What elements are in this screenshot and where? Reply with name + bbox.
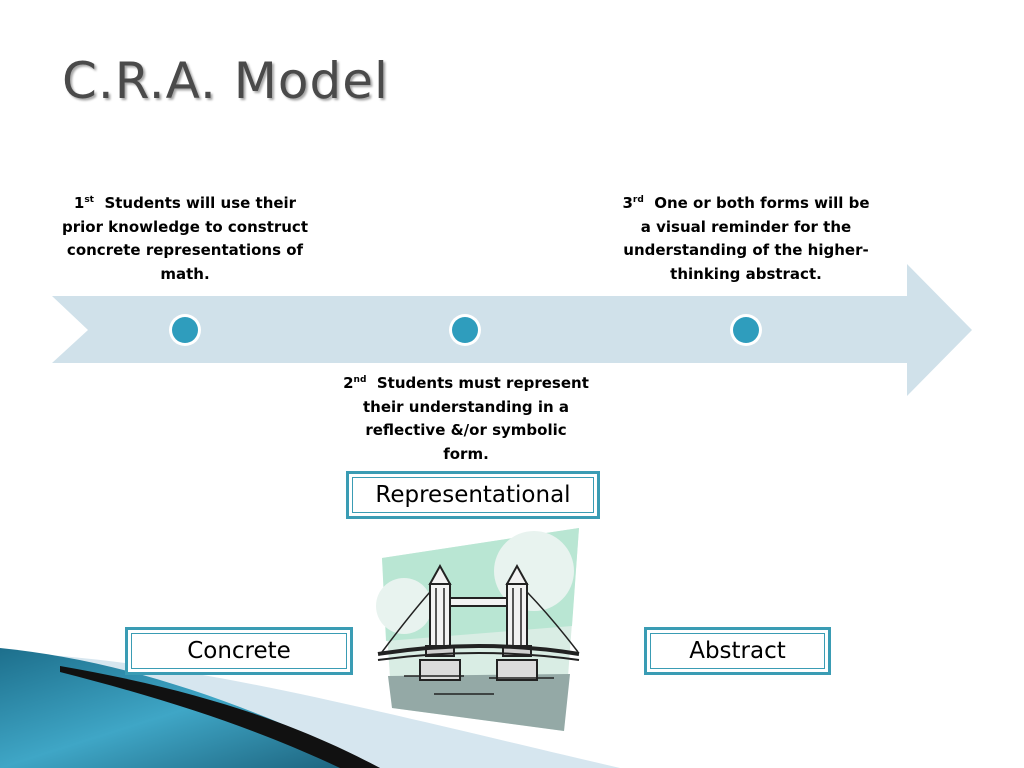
step-1-text: 1st Students will use their prior knowle… xyxy=(60,192,310,286)
representational-box: Representational xyxy=(346,471,600,519)
step-2-text: 2nd Students must represent their unders… xyxy=(341,372,591,466)
step-1-ordinal: 1 xyxy=(73,194,85,212)
step-2-suffix: nd xyxy=(353,375,367,385)
step-1-description: Students will use their prior knowledge … xyxy=(61,194,308,283)
step-1-suffix: st xyxy=(84,195,94,205)
timeline-marker-1 xyxy=(169,314,201,346)
abstract-label: Abstract xyxy=(650,633,825,669)
concrete-label: Concrete xyxy=(131,633,347,669)
step-3-ordinal: 3 xyxy=(622,194,633,212)
timeline-marker-3 xyxy=(730,314,762,346)
abstract-box: Abstract xyxy=(644,627,831,675)
step-3-suffix: rd xyxy=(632,195,644,205)
step-3-text: 3rd One or both forms will be a visual r… xyxy=(621,192,871,286)
slide-title: C.R.A. Model xyxy=(62,52,389,110)
concrete-box: Concrete xyxy=(125,627,353,675)
step-2-description: Students must represent their understand… xyxy=(362,374,589,463)
timeline-marker-2 xyxy=(449,314,481,346)
representational-label: Representational xyxy=(352,477,594,513)
step-2-ordinal: 2 xyxy=(343,374,354,392)
step-3-description: One or both forms will be a visual remin… xyxy=(623,194,870,283)
tower-bridge-clipart-icon xyxy=(376,528,580,731)
